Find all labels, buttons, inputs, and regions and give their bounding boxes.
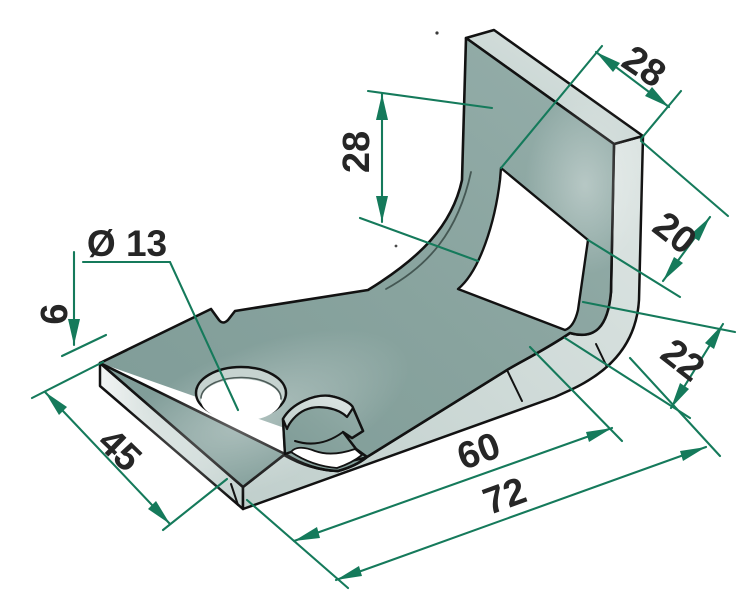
dimension-arrowheads (45, 52, 723, 580)
arrow-wall-height-top (376, 94, 388, 120)
corner-facet-left (230, 483, 239, 506)
arrow-leg-upper-b (663, 257, 683, 281)
dim-label-thickness: 6 (34, 303, 76, 324)
ext-line-length60-right (528, 345, 624, 443)
clip-tab-slot (290, 446, 363, 469)
wall-window-cutout (456, 166, 590, 332)
ext-line-wall-height-top (366, 89, 494, 110)
ext-line-thickness-top (60, 333, 108, 358)
dim-label-wall-height: 28 (336, 131, 378, 173)
dim-label-length60: 60 (452, 425, 506, 479)
print-speck-mid (394, 244, 398, 248)
arrow-window-width-right (645, 87, 669, 107)
ext-line-wall-height-bottom (358, 216, 480, 263)
ext-line-leg-upper-a (639, 139, 730, 218)
ext-line-thickness-bottom (30, 360, 105, 400)
dim-label-length72: 72 (478, 470, 532, 524)
arrow-leg-upper-a (690, 217, 710, 241)
ext-line-length-left-shared (245, 498, 350, 590)
arrow-wall-height-bottom (376, 196, 388, 222)
arrow-width-upper (45, 392, 67, 415)
dim-label-hole-diameter: Ø 13 (87, 223, 167, 264)
ext-line-leg-lower-b (563, 336, 692, 420)
ext-line-length72-right (628, 356, 722, 458)
arrow-length72-left (336, 566, 362, 580)
front-face-seam (506, 369, 523, 402)
dim-line-width (43, 390, 172, 526)
clip-tab-top-face (281, 394, 355, 431)
hole-bore-bottom-rim (200, 376, 282, 400)
ext-line-width-lower (161, 477, 229, 532)
dim-label-window-width: 28 (614, 38, 673, 96)
clip-tab-crease (294, 431, 344, 445)
arrow-leg-lower-b (671, 383, 689, 408)
hole-bottom-opening (201, 379, 281, 421)
ext-line-window-width-right (639, 89, 683, 141)
bend-inner-crease (385, 171, 472, 290)
arrow-leg-lower-a (705, 324, 723, 349)
arrow-length60-right (586, 428, 612, 442)
arrow-width-lower (148, 501, 170, 524)
print-speck-top (435, 31, 439, 35)
dim-label-leg-lower: 22 (653, 331, 712, 390)
clip-tab (281, 394, 369, 469)
arrow-window-width-left (596, 52, 620, 72)
arrow-thickness (68, 319, 80, 345)
dim-line-length72 (334, 445, 708, 582)
dim-line-length60 (292, 426, 614, 543)
hole-leader-line (81, 260, 240, 412)
ext-line-leg-lower-a (581, 300, 737, 334)
arrow-length72-right (680, 447, 706, 461)
arrow-length60-left (294, 527, 320, 541)
bracket-part (90, 28, 645, 511)
ext-line-window-width-left (499, 44, 604, 170)
dim-label-leg-upper: 20 (645, 204, 704, 263)
ext-line-leg-upper-b (586, 238, 682, 299)
